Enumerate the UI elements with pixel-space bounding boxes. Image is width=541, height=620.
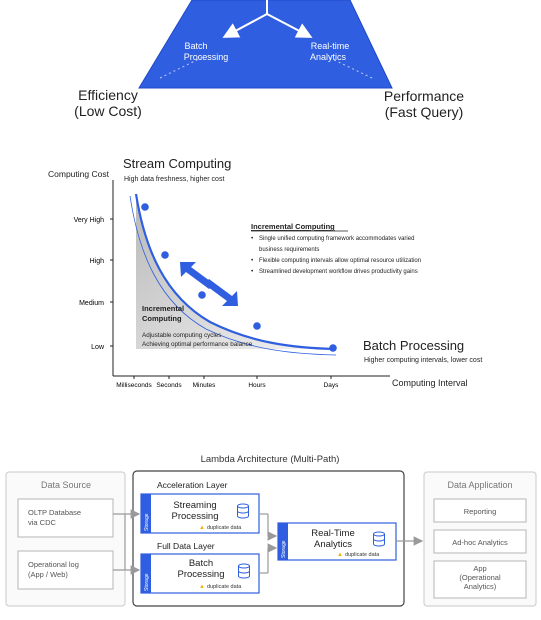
y-tick-low: Low [91, 344, 105, 351]
y-tick-high: High [90, 258, 105, 265]
y-tick-very-high: Very High [74, 217, 104, 224]
batch-storage-tag: Storage [144, 573, 150, 591]
source-oltp-box [17, 498, 114, 538]
trade-off-triangle: Batch Processing Real-time Analytics [138, 0, 393, 89]
source-oltp-line2: via CDC [28, 518, 57, 527]
realtime-label-line2: Analytics [310, 52, 347, 62]
lambda-title: Lambda Architecture (Multi-Path) [201, 454, 340, 465]
database-icon [373, 531, 385, 547]
realtime-note: duplicate data [345, 552, 380, 558]
cost-curve-outline [129, 195, 337, 356]
x-ticks: Milliseconds Seconds Minutes Hours Days [116, 376, 339, 389]
bullet-mark-2: • [251, 257, 254, 264]
app-operational-box [433, 560, 527, 599]
performance-label: Performance [384, 88, 464, 104]
bullet-2: Flexible computing intervals allow optim… [259, 258, 421, 264]
low-cost-label: (Low Cost) [74, 103, 142, 119]
bullet-1-cont: business requirements [259, 247, 319, 253]
data-source-title: Data Source [41, 480, 91, 490]
realtime-label-line1: Real-time [311, 41, 350, 51]
source-log-box [17, 550, 114, 590]
cost-interval-chart: Computing Cost Very High High Medium Low… [48, 156, 482, 389]
y-tick-medium: Medium [79, 300, 104, 307]
realtime-storage-tag: Storage [281, 540, 287, 558]
batch-label-line2: Processing [178, 569, 225, 580]
app-adhoc-label: Ad-hoc Analytics [452, 538, 508, 547]
lambda-architecture: Lambda Architecture (Multi-Path) Data So… [5, 454, 537, 607]
batch-label-line1: Batch [189, 558, 213, 569]
area-line2: Achieving optimal performance balance [142, 341, 253, 348]
batch-storage-tag-bg [141, 554, 151, 593]
x-tick-minutes: Minutes [193, 382, 217, 389]
app-reporting-box [433, 498, 527, 523]
realtime-label-line2: Analytics [314, 539, 352, 550]
triangle-shape [138, 0, 393, 89]
realtime-label-line1: Real-Time [311, 528, 354, 539]
streaming-label-line2: Processing [172, 511, 219, 522]
area-title-line2: Computing [142, 314, 182, 323]
y-ticks: Very High High Medium Low [74, 217, 113, 351]
app-operational-line3: Analytics) [464, 582, 497, 591]
source-oltp-line1: OLTP Database [28, 508, 81, 517]
realtime-storage-tag-bg [278, 523, 288, 560]
double-arrow [180, 262, 238, 306]
warning-icon: ▲ [199, 525, 205, 531]
arrow-left [222, 13, 268, 38]
realtime-box [277, 522, 397, 561]
database-icon [238, 563, 250, 579]
bullet-mark-3: • [251, 268, 254, 275]
x-tick-seconds: Seconds [156, 382, 182, 389]
stream-subtitle: High data freshness, higher cost [124, 176, 224, 183]
arrow-right [266, 13, 313, 38]
batch-label-line1: Batch [184, 41, 207, 51]
area-title-line1: Incremental [142, 304, 184, 313]
source-log-line1: Operational log [28, 560, 79, 569]
batch-note: duplicate data [207, 584, 242, 590]
x-tick-milliseconds: Milliseconds [116, 382, 152, 389]
database-icon [237, 503, 249, 519]
streaming-note: duplicate data [207, 525, 242, 531]
bullet-1: Single unified computing framework accom… [259, 236, 414, 242]
warning-icon: ▲ [337, 552, 343, 558]
point-hours [253, 322, 261, 330]
full-data-layer-label: Full Data Layer [157, 541, 215, 551]
source-log-line2: (App / Web) [28, 570, 68, 579]
streaming-storage-tag: Storage [144, 513, 150, 531]
batch-title: Batch Processing [363, 338, 464, 353]
batch-subtitle: Higher computing intervals, lower cost [364, 357, 482, 364]
x-axis-title: Computing Interval [392, 378, 468, 388]
y-axis-title: Computing Cost [48, 169, 110, 179]
point-days [329, 344, 337, 352]
area-line1: Adjustable computing cycles [142, 332, 221, 339]
streaming-storage-tag-bg [141, 494, 151, 533]
bullet-3: Streamlined development workflow drives … [259, 269, 418, 275]
streaming-box [140, 493, 260, 534]
app-reporting-label: Reporting [464, 507, 497, 516]
incremental-box: Incremental Computing • Single unified c… [251, 222, 421, 275]
x-tick-days: Days [324, 382, 340, 389]
x-tick-hours: Hours [248, 382, 266, 389]
point-milliseconds [141, 203, 149, 211]
incremental-box-title: Incremental Computing [251, 222, 335, 231]
efficiency-label: Efficiency [78, 87, 138, 103]
app-operational-line2: (Operational [459, 573, 501, 582]
fast-query-label: (Fast Query) [385, 104, 464, 120]
point-seconds [161, 251, 169, 259]
data-application-title: Data Application [447, 480, 512, 490]
warning-icon: ▲ [199, 584, 205, 590]
app-operational-line1: App [473, 564, 486, 573]
streaming-label-line1: Streaming [173, 500, 216, 511]
bullet-mark-1: • [251, 235, 254, 242]
acceleration-layer-label: Acceleration Layer [157, 480, 228, 490]
flow-arrows [113, 509, 424, 575]
app-adhoc-box [433, 529, 527, 554]
point-minutes [198, 291, 206, 299]
cost-curve [134, 193, 337, 351]
stream-title: Stream Computing [123, 156, 231, 171]
batch-label-line2: Processing [184, 52, 229, 62]
incremental-area [136, 194, 336, 349]
